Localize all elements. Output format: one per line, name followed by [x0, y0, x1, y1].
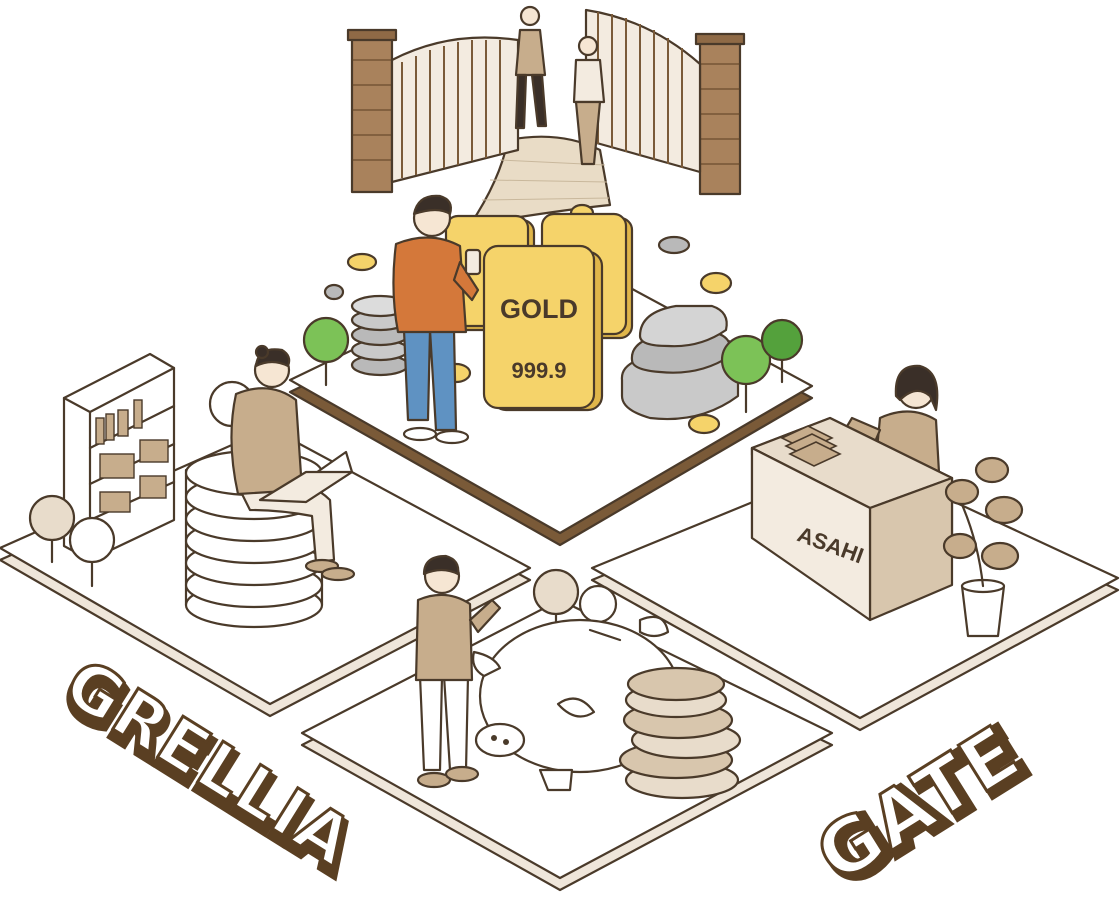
brand-right-wordmark: GATE GATE: [800, 707, 1046, 907]
stone-stack-icon: [620, 304, 740, 421]
floating-coins: [323, 203, 733, 435]
reception-desk: ASAHI: [750, 416, 954, 622]
person-with-phone: [392, 194, 482, 445]
person-at-gate-woman: [572, 35, 606, 166]
plant-icon: [942, 456, 1024, 638]
coin-stack-icon-bottom: [618, 666, 742, 800]
tree-icon-bottom: [532, 568, 618, 632]
person-at-gate-man: [514, 5, 548, 130]
tree-icon-left: [28, 494, 116, 588]
piggy-bank-icon: [472, 615, 682, 792]
gold-bar-purity: 999.9: [511, 358, 566, 383]
gold-bar-label: GOLD: [500, 294, 578, 324]
bookshelf-icon: [62, 352, 176, 562]
laptop-icon: [258, 450, 354, 504]
tree-icon: [302, 316, 804, 414]
person-thinking: [414, 554, 502, 789]
person-with-laptop: [230, 344, 356, 582]
gate-icon: [346, 8, 746, 227]
gold-bar-icon: GOLD 999.9: [482, 244, 604, 412]
